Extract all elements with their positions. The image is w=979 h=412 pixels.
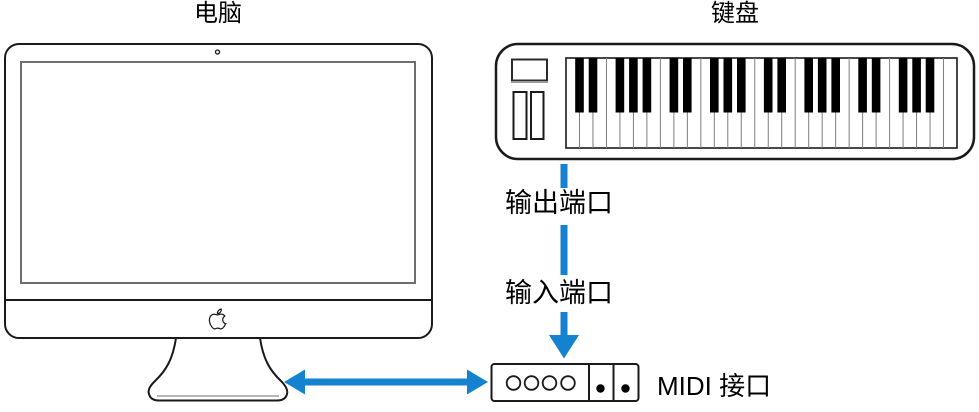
output-port-label: 输出端口 <box>505 188 613 218</box>
piano-black-key <box>575 58 584 113</box>
computer-screen <box>20 61 416 284</box>
connection-arrows <box>284 164 579 395</box>
keyboard-to-interface-dashed-arrow <box>549 164 579 359</box>
down-arrowhead-icon <box>549 335 579 359</box>
pitch-wheel <box>512 91 528 140</box>
piano-black-key <box>898 58 908 113</box>
midi-keyboard-illustration <box>494 42 976 161</box>
piano-black-key <box>817 58 827 113</box>
piano-black-key <box>642 58 652 113</box>
piano-black-key <box>588 58 598 113</box>
piano-black-key <box>669 58 679 113</box>
computer-illustration <box>4 43 433 402</box>
piano-keys <box>565 57 958 149</box>
mod-wheel <box>530 91 545 140</box>
midi-dot-ports <box>596 384 630 393</box>
piano-black-key <box>912 58 921 113</box>
piano-key-bed <box>565 57 958 149</box>
piano-black-key <box>925 58 935 113</box>
piano-black-key <box>615 58 625 113</box>
piano-black-key <box>629 58 638 113</box>
piano-black-key <box>723 58 733 113</box>
keyboard-title-label: 键盘 <box>711 0 759 27</box>
piano-black-key <box>871 58 881 113</box>
keyboard-display <box>511 58 548 82</box>
piano-black-key <box>858 58 867 113</box>
computer-title-label: 电脑 <box>194 0 242 27</box>
midi-interface-label: MIDI 接口 <box>657 371 772 401</box>
midi-round-ports <box>505 375 576 391</box>
piano-black-key <box>737 58 746 113</box>
piano-black-key <box>831 58 840 113</box>
piano-black-key <box>710 58 719 113</box>
computer-to-interface-arrow <box>284 369 488 395</box>
piano-black-key <box>804 58 813 113</box>
piano-black-key <box>763 58 773 113</box>
input-port-label: 输入端口 <box>505 278 613 308</box>
computer-stand <box>147 337 289 402</box>
apple-logo-icon <box>208 308 228 330</box>
piano-black-key <box>683 58 692 113</box>
piano-black-key <box>777 58 786 113</box>
midi-interface-illustration <box>490 363 640 402</box>
camera-dot-icon <box>214 49 221 55</box>
